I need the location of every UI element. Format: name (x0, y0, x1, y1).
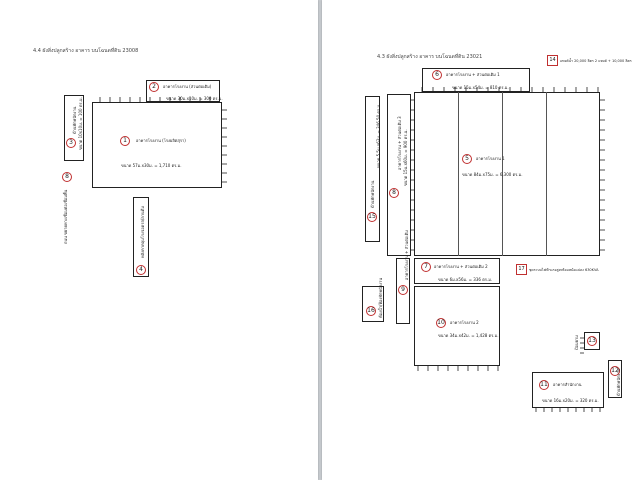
building-11-size: ขนาด 16ม.x20ม. = 320 ตร.ม. (542, 398, 599, 403)
building-2-size: ขนาด 30ม.x10ม. = 300 ตร.ม. (166, 96, 223, 101)
building-2 (146, 80, 220, 102)
right-page-heading: 4.3 ผังสิ่งปลูกสร้าง อาคาร บนโฉนดที่ดิน … (377, 54, 483, 60)
building-16 (362, 286, 384, 322)
divider-1 (458, 92, 459, 256)
building-14-number: 14 (547, 55, 558, 66)
building-8-number-r: 8 (389, 188, 399, 198)
building-1 (92, 102, 222, 188)
right-page: 4.3 ผังสิ่งปลูกสร้าง อาคาร บนโฉนดที่ดิน … (322, 0, 640, 480)
left-page: 4.4 ผังสิ่งปลูกสร้าง อาคาร บนโฉนดที่ดิน … (0, 0, 318, 480)
left-page-heading: 4.4 ผังสิ่งปลูกสร้าง อาคาร บนโฉนดที่ดิน … (33, 48, 139, 54)
building-17-number: 17 (516, 264, 527, 275)
building-13-number: 13 (587, 336, 597, 346)
building-1-number: 1 (120, 136, 130, 146)
building-5-size: ขนาด 84ม.x75ม. = 6,300 ตร.ม. (462, 172, 523, 177)
building-6-number: 6 (432, 70, 442, 80)
building-1-name: อาคารโรงงาน (โรงผลิตสุรา) (136, 138, 186, 143)
building-7 (414, 258, 500, 284)
divider-3 (546, 92, 547, 256)
building-3-number: 3 (66, 138, 76, 148)
building-6-size: ขนาด 15ม.x54ม. = 810 ตร.ม. (452, 85, 509, 90)
building-14-name: แทงค์น้ำ 20,000 ลิตร 2 แทงค์ + 10,000 ลิ… (560, 59, 632, 63)
building-10-number: 10 (436, 318, 446, 328)
building-1-size: ขนาด 57ม.x30ม. = 1,710 ตร.ม. (121, 163, 182, 168)
building-16-number: 16 (366, 306, 376, 316)
building-10-size: ขนาด 34ม.x42ม. = 1,428 ตร.ม. (438, 333, 499, 338)
building-9 (396, 258, 410, 324)
building-2-name: อาคารโรงงาน (ส่วนต่อเติม) (163, 84, 212, 89)
building-17-name: ชุดระบบไฟฟ้าแรงสูงพร้อมหม้อแปลง 630KVA (529, 268, 599, 272)
building-10 (414, 286, 500, 366)
building-7-size: ขนาด 6ม.x56ม. = 336 ตร.ม. (438, 277, 493, 282)
building-7-name: อาคารโรงงาน + ส่วนต่อเติม 2 (434, 264, 488, 269)
building-6 (422, 68, 530, 92)
divider-2 (502, 92, 503, 256)
building-5-name: อาคารโรงงาน 1 (476, 156, 505, 161)
building-2-number: 2 (149, 82, 159, 92)
building-6-name: อาคารโรงงาน + ส่วนต่อเติม 1 (446, 72, 500, 77)
building-12 (608, 360, 622, 398)
building-13 (584, 332, 600, 350)
building-9-number: 9 (398, 285, 408, 295)
building-4-number: 4 (136, 265, 146, 275)
building-5-number: 5 (462, 154, 472, 164)
building-12-number: 12 (610, 366, 620, 376)
building-8-number: 8 (62, 172, 72, 182)
building-7-number: 7 (421, 262, 431, 272)
building-10-name: อาคารโรงงาน 2 (450, 320, 479, 325)
building-11-name: อาคารสำนักงาน (553, 382, 582, 387)
building-15 (365, 96, 380, 242)
building-5 (414, 92, 600, 256)
building-11-number: 11 (539, 380, 549, 390)
building-11 (532, 372, 604, 408)
building-15-number: 15 (367, 212, 377, 222)
building-4 (133, 197, 149, 277)
building-8 (387, 94, 411, 256)
building-3 (64, 95, 84, 161)
